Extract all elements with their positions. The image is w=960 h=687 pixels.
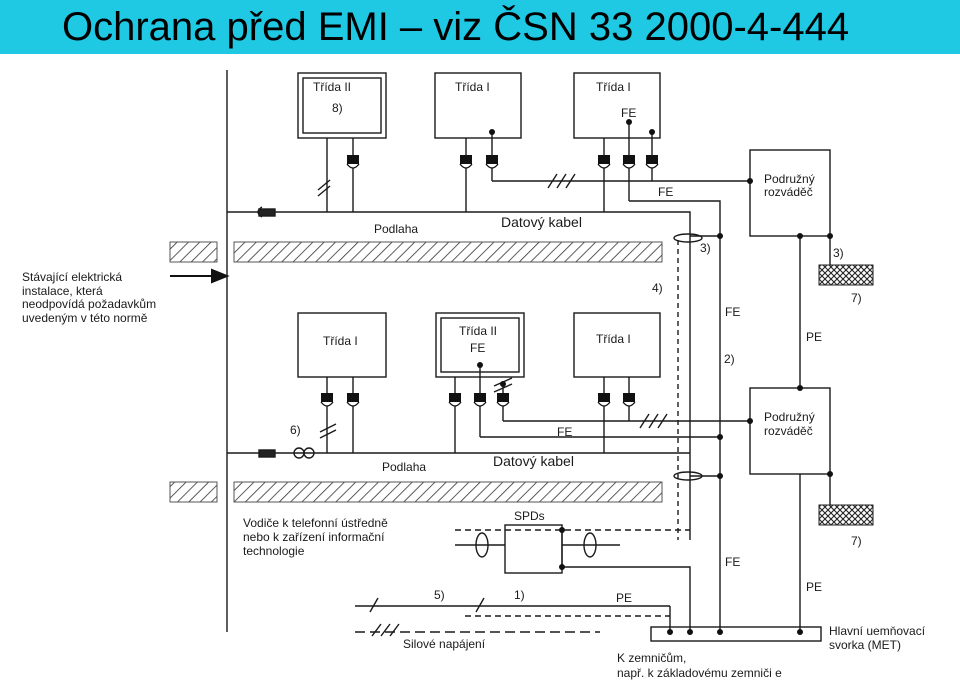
label-existing-1: Stávající elektrická [22, 270, 122, 284]
label-existing-2: instalace, která [22, 284, 103, 298]
label-class-i-top-mid: Třída I [455, 80, 490, 94]
label-note-3-a: 3) [700, 241, 711, 255]
label-note-3-b: 3) [833, 246, 844, 260]
device-class-i-top-mid [434, 72, 522, 139]
label-fe-device: FE [621, 106, 636, 120]
wall-hatch-lower [169, 481, 218, 503]
wall-hatch-upper [169, 241, 218, 263]
label-fe-upper: FE [658, 185, 673, 199]
label-class-ii-bottom: Třída II [459, 324, 497, 338]
device-class-ii-top [297, 72, 387, 139]
title-bar: Ochrana před EMI – viz ČSN 33 2000-4-444 [0, 0, 960, 54]
label-spds: SPDs [514, 509, 545, 523]
label-fe-lower: FE [557, 425, 572, 439]
sub-distribution-board-upper [749, 149, 831, 237]
label-sub-board-lower-1: Podružný [764, 410, 815, 424]
label-floor-upper: Podlaha [374, 222, 418, 236]
label-note-7-b: 7) [851, 534, 862, 548]
label-fe-vertical-1: FE [725, 305, 740, 319]
label-met-1: Hlavní uemňovací [829, 624, 926, 638]
label-pe-supply: PE [616, 591, 632, 605]
label-met-2: svorka (MET) [829, 638, 901, 652]
label-floor-lower: Podlaha [382, 460, 426, 474]
label-data-cable-lower: Datový kabel [493, 453, 574, 469]
label-existing-4: uvedeným v této normě [22, 311, 148, 325]
label-data-cable-upper: Datový kabel [501, 214, 582, 230]
sub-distribution-board-lower [749, 387, 831, 475]
label-class-ii-top: Třída II [313, 80, 351, 94]
label-pe-vertical-2: PE [806, 580, 822, 594]
main-earthing-terminal [650, 626, 822, 642]
label-earthing-1: K zemničům, [617, 651, 686, 665]
label-note-2: 2) [724, 352, 735, 366]
label-note-7-a: 7) [851, 291, 862, 305]
label-fe-class-ii: FE [470, 341, 485, 355]
label-pe-vertical-1: PE [806, 330, 822, 344]
label-note-1: 1) [514, 588, 525, 602]
device-class-i-bottom-left [297, 312, 387, 378]
label-note-6: 6) [290, 423, 301, 437]
label-class-i-bottom-left: Třída I [323, 334, 358, 348]
label-telephone-1: Vodiče k telefonní ústředně [243, 516, 388, 530]
label-earthing-2: např. k základovému zemniči e [617, 666, 782, 680]
label-note-4: 4) [652, 281, 663, 295]
earthing-box-upper [818, 264, 874, 286]
spd-box [504, 524, 563, 574]
label-telephone-3: technologie [243, 544, 305, 558]
device-class-i-bottom-right [573, 312, 661, 378]
label-note-8: 8) [332, 101, 343, 115]
earthing-box-lower [818, 504, 874, 526]
label-power-supply: Silové napájení [403, 637, 486, 651]
label-telephone-2: nebo k zařízení informační [243, 530, 385, 544]
label-fe-vertical-2: FE [725, 555, 740, 569]
label-class-i-top-right: Třída I [596, 80, 631, 94]
label-sub-board-upper-1: Podružný [764, 172, 815, 186]
device-class-i-top-right [573, 72, 661, 139]
label-note-5: 5) [434, 588, 445, 602]
floor-slab-upper [233, 241, 663, 263]
label-class-i-bottom-right: Třída I [596, 332, 631, 346]
label-sub-board-lower-2: rozváděč [764, 424, 813, 438]
floor-slab-lower [233, 481, 663, 503]
label-sub-board-upper-2: rozváděč [764, 185, 813, 199]
page-title: Ochrana před EMI – viz ČSN 33 2000-4-444 [62, 5, 850, 49]
label-existing-3: neodpovídá požadavkům [22, 297, 156, 311]
